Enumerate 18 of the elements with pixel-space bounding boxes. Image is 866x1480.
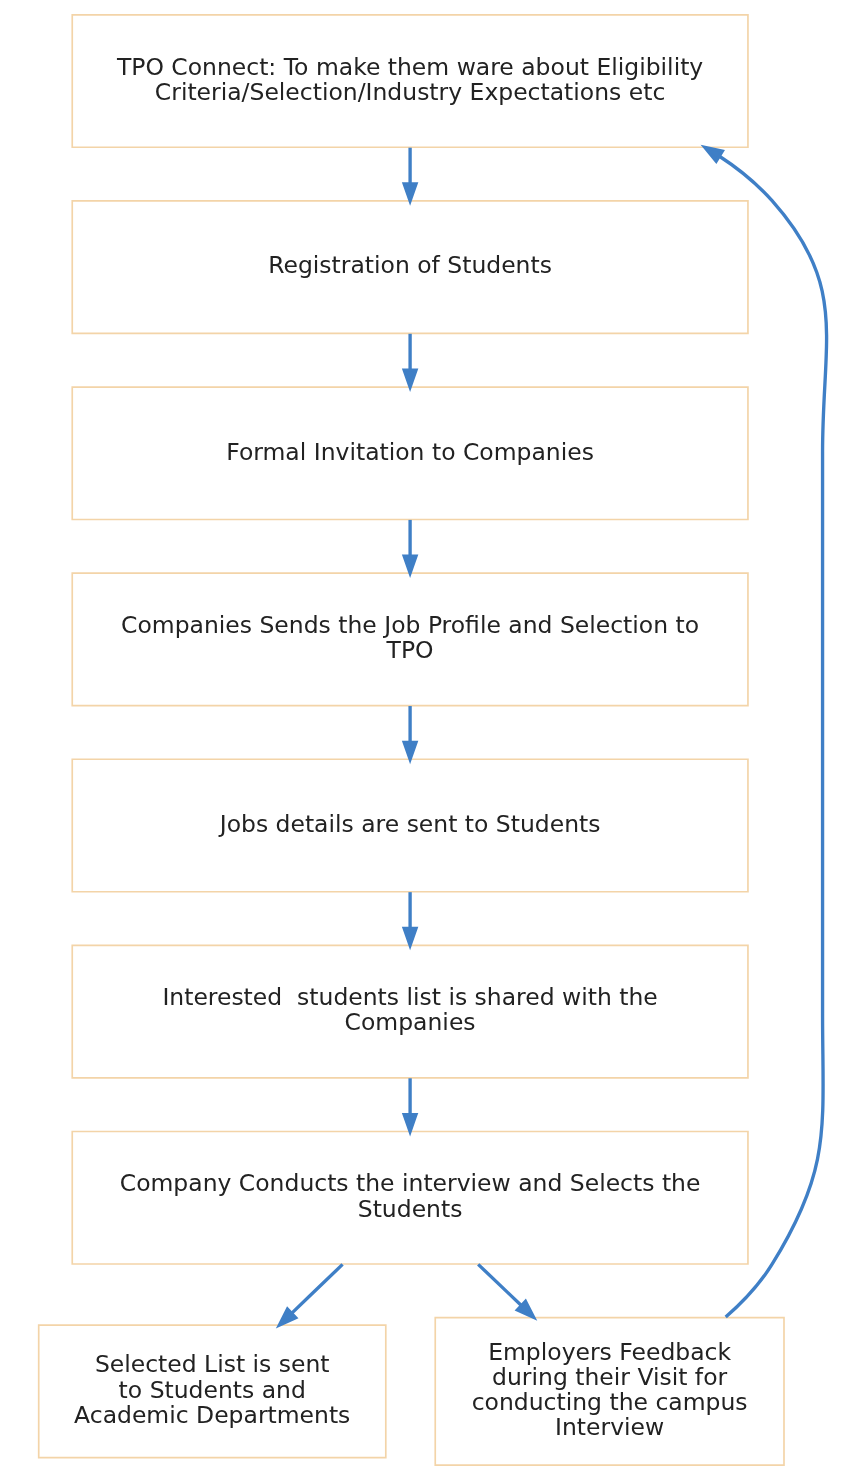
arrow bbox=[401, 147, 419, 206]
arrow bbox=[401, 1078, 419, 1137]
arrow bbox=[477, 1263, 538, 1321]
node-box: Jobs details are sent to Students bbox=[71, 758, 749, 893]
node-box: Companies Sends the Job Profile and Selection to TPO bbox=[71, 572, 749, 707]
node-box: Interested students list is shared with the Companies bbox=[71, 944, 749, 1079]
arrow bbox=[700, 144, 829, 1319]
node-box: Formal Invitation to Companies bbox=[71, 386, 749, 521]
node-box: Registration of Students bbox=[71, 200, 749, 335]
arrow bbox=[401, 892, 419, 951]
arrow bbox=[401, 706, 419, 765]
node-box: Company Conducts the interview and Selects the Students bbox=[71, 1130, 749, 1265]
node-box: TPO Connect: To make them ware about Eligibility Criteria/Selection/Industry Expectations etc bbox=[71, 14, 749, 149]
arrow bbox=[401, 333, 419, 392]
arrow bbox=[275, 1263, 344, 1329]
node-box: Employers Feedback during their Visit for conducting the campus Interview bbox=[434, 1316, 785, 1466]
node-box: Selected List is sent to Students and Academic Departments bbox=[37, 1324, 387, 1459]
arrow bbox=[401, 519, 419, 579]
